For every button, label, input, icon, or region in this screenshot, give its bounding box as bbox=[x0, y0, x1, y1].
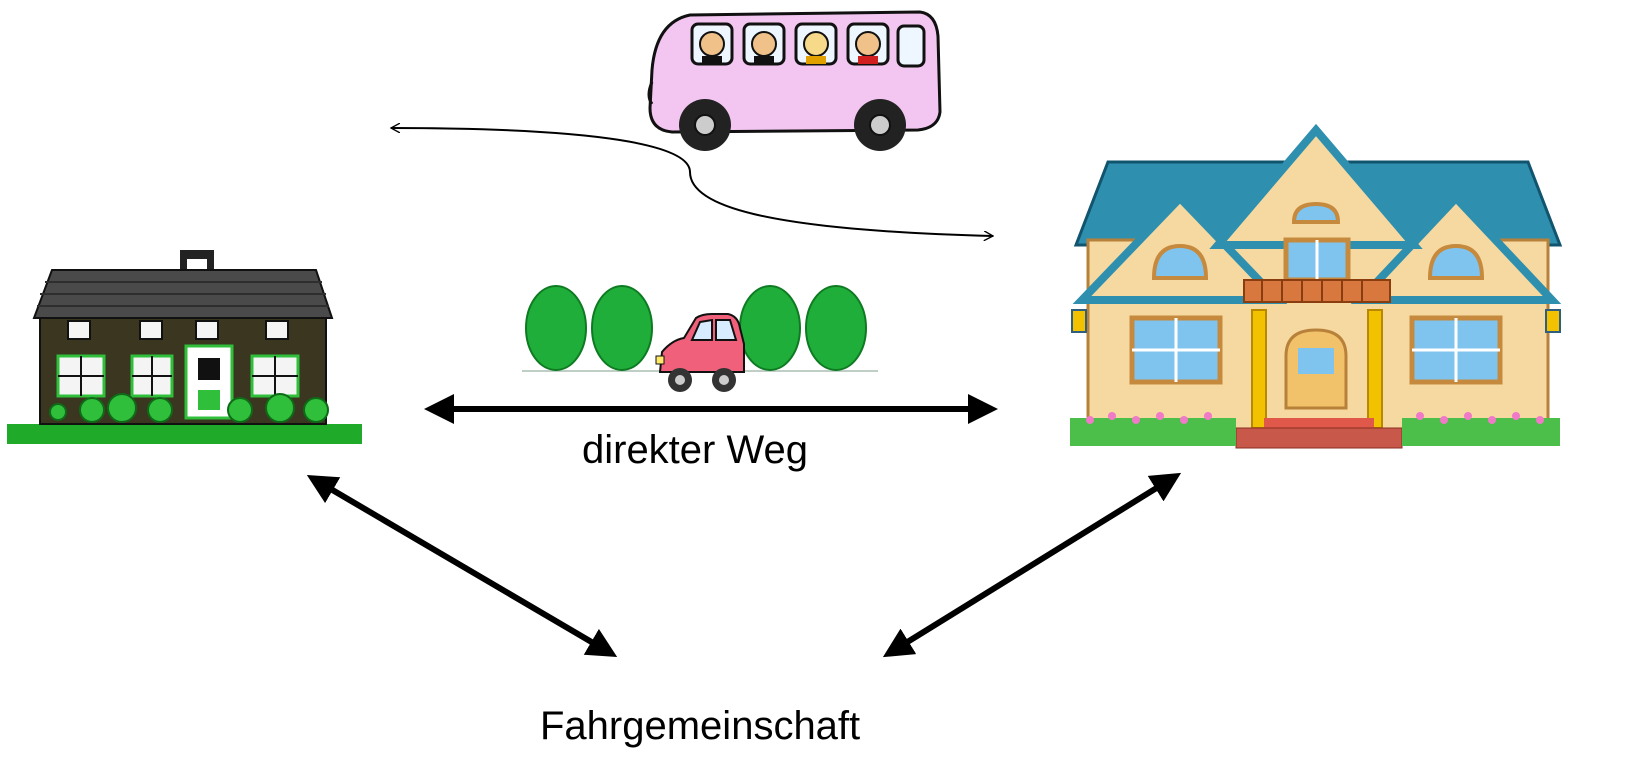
bus-icon bbox=[647, 10, 942, 151]
carpool-right-arrow bbox=[882, 472, 1182, 658]
tree-icon bbox=[525, 285, 867, 371]
car-icon bbox=[655, 313, 745, 392]
direct-route-label: direkter Weg bbox=[581, 428, 808, 472]
bus-route-arrow bbox=[391, 128, 993, 236]
carpool-label: Fahrgemeinschaft bbox=[540, 704, 861, 748]
carpool-left-arrow bbox=[306, 474, 618, 658]
large-house-icon bbox=[1070, 123, 1563, 449]
street-scene bbox=[522, 285, 878, 392]
small-house-icon bbox=[7, 250, 362, 444]
